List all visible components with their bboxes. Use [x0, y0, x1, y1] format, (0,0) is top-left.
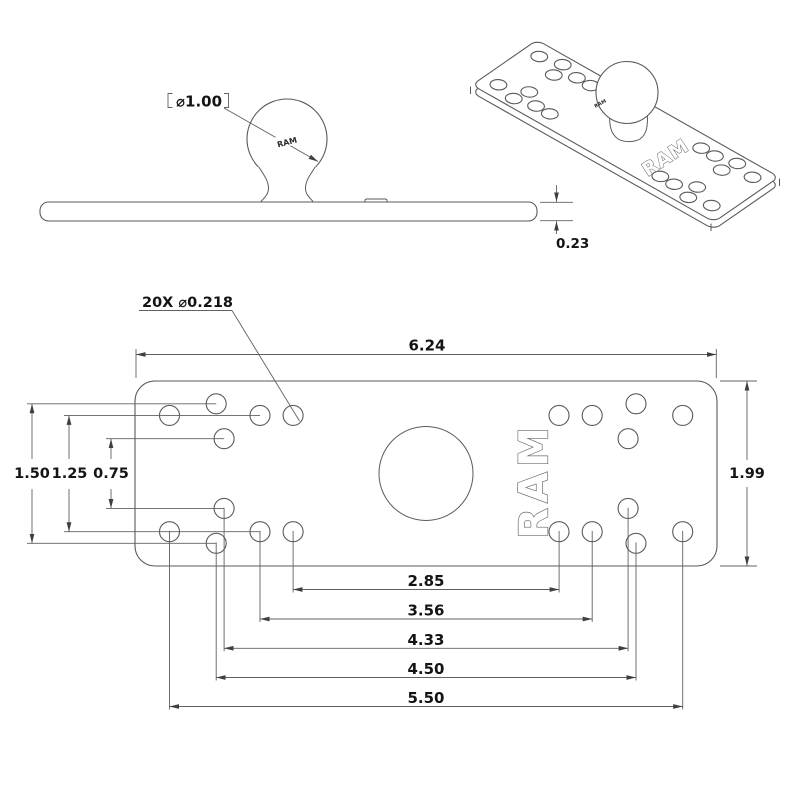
ball-diameter-label: ⌀1.00 [176, 93, 222, 111]
hole [672, 404, 694, 426]
hole [581, 404, 603, 426]
bottom-dim-550-label: 5.50 [407, 689, 444, 707]
ball-diameter-dim: ⌀1.00 [167, 93, 319, 162]
bottom-dim-433-label: 4.33 [407, 631, 444, 649]
iso-hole [487, 77, 511, 92]
iso-hole [524, 99, 548, 114]
hole-callout-leader [231, 310, 300, 422]
bottom-dim-450: 4.50 [215, 542, 637, 681]
side-tab [364, 198, 388, 202]
side-view: ⌀1.00 RAM 0.23 [39, 93, 589, 252]
width-dim: 1.99 [720, 380, 765, 567]
thickness-label: 0.23 [556, 236, 589, 252]
iso-view: RAM RAM [471, 40, 780, 231]
left-dim-150-label: 1.50 [14, 466, 50, 482]
bottom-dim-450-label: 4.50 [407, 660, 444, 678]
side-neck-right [304, 166, 316, 202]
iso-plate-top [472, 40, 779, 222]
iso-hole [649, 169, 673, 184]
hole [625, 393, 647, 415]
side-neck [258, 166, 316, 202]
iso-ball-ram-text: RAM [594, 98, 608, 109]
left-dim-125-label: 1.25 [52, 466, 88, 482]
left-dim-075: 0.75 [93, 438, 225, 509]
iso-hole [676, 190, 700, 205]
length-dim: 6.24 [135, 337, 717, 378]
hole [282, 404, 304, 426]
hole-callout: 20X ⌀0.218 [139, 295, 300, 422]
iso-hole [527, 49, 551, 64]
top-view: RAM 20X ⌀0.218 6.24 1.99 1 [14, 295, 765, 710]
bottom-dim-550: 5.50 [169, 530, 684, 710]
iso-hole [710, 163, 734, 178]
top-plate [134, 380, 718, 567]
iso-hole [565, 70, 589, 85]
iso-hole [689, 141, 713, 156]
bottom-dim-285-label: 2.85 [407, 572, 444, 590]
bottom-dim-356: 3.56 [259, 530, 593, 622]
iso-hole [685, 180, 709, 195]
bottom-dim-433: 4.33 [223, 507, 629, 652]
iso-hole [518, 85, 542, 100]
iso-hole [551, 57, 575, 72]
iso-view-holes [483, 46, 769, 215]
left-dim-150: 1.50 [14, 403, 217, 544]
left-dim-125: 1.25 [52, 414, 260, 533]
iso-ball [595, 60, 659, 125]
width-label: 1.99 [729, 466, 765, 482]
side-neck-left [258, 166, 270, 202]
hole [617, 428, 639, 450]
bottom-dim-356-label: 3.56 [407, 602, 444, 620]
hole-callout-label: 20X ⌀0.218 [142, 295, 233, 311]
side-plate [39, 201, 538, 222]
iso-hole [662, 177, 686, 192]
hole [548, 404, 570, 426]
bottom-dim-285: 2.85 [292, 530, 560, 593]
iso-ball-socket [609, 107, 648, 143]
thickness-dim: 0.23 [540, 185, 589, 252]
length-label: 6.24 [408, 337, 445, 355]
left-dim-075-label: 0.75 [93, 466, 129, 482]
iso-hole [725, 156, 749, 171]
iso-hole [700, 198, 724, 213]
iso-hole [703, 149, 727, 164]
iso-hole [538, 106, 562, 121]
iso-hole [502, 91, 526, 106]
top-center-circle [378, 426, 474, 521]
iso-hole [741, 170, 765, 185]
top-ram-text: RAM [512, 422, 558, 539]
iso-hole [542, 68, 566, 83]
